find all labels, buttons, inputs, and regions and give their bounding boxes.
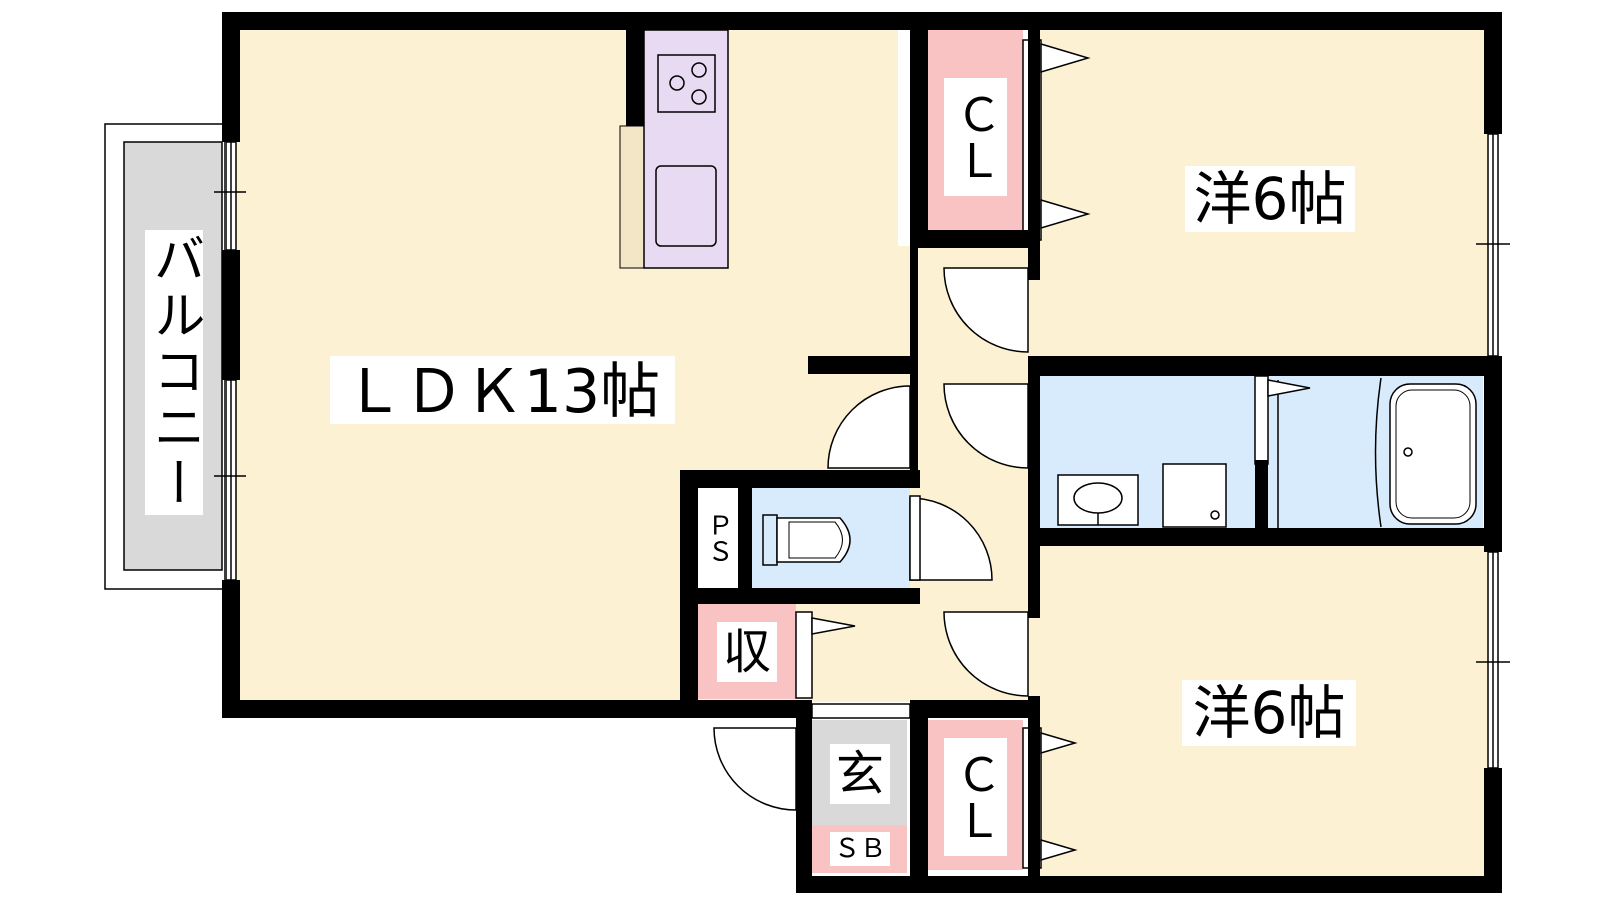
windows bbox=[214, 133, 1510, 769]
storage-label: 収 bbox=[723, 624, 771, 680]
toilet-icon bbox=[762, 514, 851, 566]
door-swing-icon bbox=[713, 267, 1029, 811]
closet-south-label: ＣＬ bbox=[949, 751, 1003, 843]
washing-machine-pan-icon bbox=[1162, 463, 1227, 528]
shoe-box-label: ＳＢ bbox=[834, 834, 886, 864]
kitchen bbox=[619, 29, 729, 269]
pipe-space bbox=[698, 488, 738, 588]
entrance-label: 玄 bbox=[836, 746, 884, 802]
room-labels: ＬＤＫ13帖 洋6帖 洋6帖 バルコニー ＣＬ ＣＬ 収 玄 ＳＢ ＰＳ bbox=[144, 78, 1356, 866]
room-south-label: 洋6帖 bbox=[1193, 679, 1346, 747]
closet-north-label: ＣＬ bbox=[949, 91, 1003, 183]
opening-entrance bbox=[811, 703, 911, 719]
room-north-label: 洋6帖 bbox=[1194, 165, 1347, 233]
balcony-label: バルコニー bbox=[144, 232, 204, 512]
kitchen-counter bbox=[619, 125, 645, 269]
washbasin-icon bbox=[1057, 474, 1139, 526]
kitchen-sink-icon bbox=[655, 165, 717, 247]
walls bbox=[222, 12, 1502, 893]
ldk-label: ＬＤＫ13帖 bbox=[344, 357, 660, 427]
pipe-space-label: ＰＳ bbox=[703, 512, 733, 564]
bathtub-icon bbox=[1277, 377, 1477, 528]
three-burner-stove-icon bbox=[657, 54, 716, 113]
